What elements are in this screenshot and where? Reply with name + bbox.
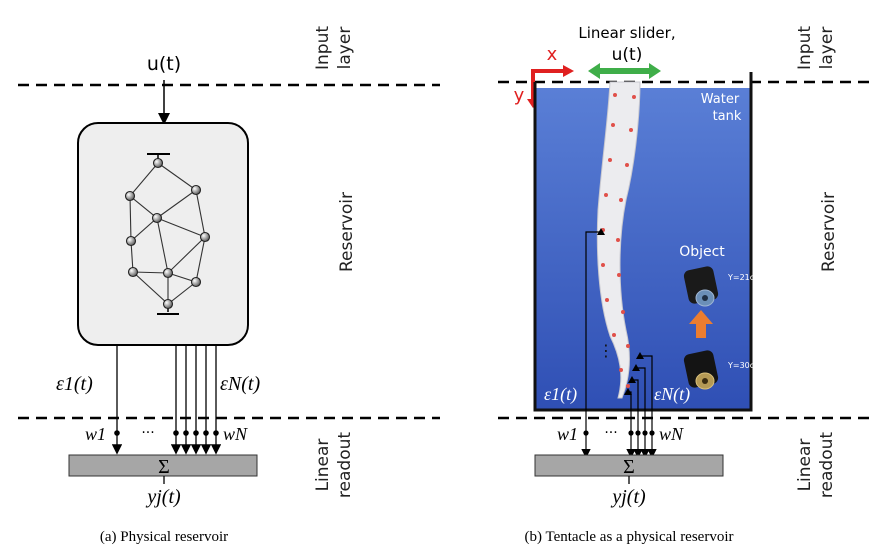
object-cylinder-bottom bbox=[683, 350, 719, 390]
layer-labels-a: Input layer Reservoir Linear readout bbox=[313, 26, 357, 498]
tentacle-sensor-points bbox=[597, 228, 644, 395]
slider-label-1: Linear slider, bbox=[578, 24, 675, 42]
tank-label-2: tank bbox=[713, 109, 742, 124]
eps-first-b: ε1(t) bbox=[544, 384, 577, 405]
input-label-b1: Input bbox=[795, 26, 815, 70]
tank-label-1: Water bbox=[701, 92, 740, 107]
input-label-b2: layer bbox=[817, 27, 837, 70]
vertical-ellipsis: ⋮ bbox=[598, 341, 614, 360]
readout-label-a1: Linear bbox=[313, 439, 333, 492]
panel-a: u(t) bbox=[56, 53, 260, 545]
object-top-position: Y=21cm bbox=[727, 273, 762, 282]
w-last-a: wN bbox=[223, 424, 248, 444]
slider-arrow bbox=[588, 63, 661, 79]
layer-lines bbox=[18, 80, 870, 420]
caption-a: (a) Physical reservoir bbox=[100, 529, 228, 545]
weight-nodes-a bbox=[114, 430, 219, 436]
input-label-a1: Input bbox=[313, 26, 333, 70]
w-first-a: w1 bbox=[85, 424, 106, 444]
output-label-b: yj(t) bbox=[610, 486, 646, 508]
eps-labels-a: ε1(t) εN(t) bbox=[56, 373, 260, 395]
w-last-b: wN bbox=[659, 424, 684, 444]
mass-spring-network bbox=[124, 153, 211, 315]
object-label: Object bbox=[679, 244, 725, 260]
tentacle-markers bbox=[601, 93, 636, 388]
caption-b: (b) Tentacle as a physical reservoir bbox=[525, 529, 734, 545]
input-signal-label-a: u(t) bbox=[147, 53, 181, 75]
reservoir-outputs-a bbox=[111, 345, 222, 455]
output-label-a: yj(t) bbox=[145, 486, 181, 508]
readout-label-b1: Linear bbox=[795, 439, 815, 492]
ellipsis-a: ··· bbox=[141, 425, 154, 441]
eps-last-b: εN(t) bbox=[654, 384, 690, 405]
panel-b: Linear slider, u(t) x y Water tank bbox=[514, 24, 762, 545]
axis-y-label: y bbox=[514, 85, 525, 106]
tank-walls bbox=[533, 72, 753, 412]
ellipsis-b: ··· bbox=[604, 425, 617, 441]
w-first-b: w1 bbox=[557, 424, 578, 444]
readout-bar-a bbox=[68, 454, 258, 477]
slider-label-2: u(t) bbox=[612, 45, 643, 65]
readout-label-a2: readout bbox=[335, 432, 355, 498]
object-cylinder-top bbox=[683, 266, 719, 307]
eps-labels-b: ε1(t) εN(t) bbox=[544, 384, 690, 405]
sum-symbol-a: Σ bbox=[158, 456, 170, 478]
layer-labels-b: Input layer Reservoir Linear readout bbox=[795, 26, 839, 498]
readout-label-b2: readout bbox=[817, 432, 837, 498]
w-labels-b: w1 wN bbox=[557, 424, 684, 444]
axis-x-label: x bbox=[547, 44, 558, 65]
object-arrow bbox=[689, 310, 713, 338]
weight-nodes-b bbox=[583, 430, 655, 436]
input-label-a2: layer bbox=[335, 27, 355, 70]
object-bottom-position: Y=30cm bbox=[727, 361, 762, 370]
eps-last-a: εN(t) bbox=[220, 373, 260, 395]
reservoir-box bbox=[77, 122, 249, 346]
w-labels-a: w1 wN bbox=[85, 424, 248, 444]
reservoir-label-b: Reservoir bbox=[819, 192, 839, 272]
sum-symbol-b: Σ bbox=[623, 456, 635, 478]
reservoir-label-a: Reservoir bbox=[337, 192, 357, 272]
eps-first-a: ε1(t) bbox=[56, 373, 93, 395]
